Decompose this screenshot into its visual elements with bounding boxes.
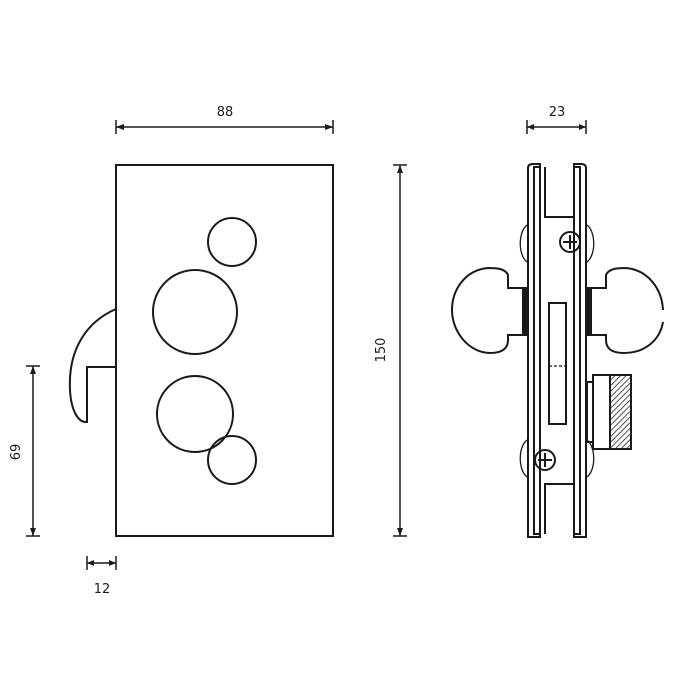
screw-top-icon <box>559 231 581 253</box>
screw-bottom-icon <box>534 449 556 471</box>
hole-large-top <box>152 269 238 355</box>
knob-left <box>450 266 527 355</box>
knob-right-collar <box>587 288 592 335</box>
rail-right <box>573 163 587 538</box>
latch-slot <box>548 302 567 425</box>
rosette-top-left <box>519 224 528 263</box>
thumb-turn-grip <box>609 374 632 450</box>
front-view <box>68 164 334 537</box>
rosette-bottom-left <box>519 439 528 478</box>
dimension-thickness: 23 <box>526 105 587 134</box>
dimension-height-label: 150 <box>374 338 389 363</box>
thumb-turn-neck <box>592 374 611 450</box>
hook-latch <box>68 308 117 423</box>
hole-small-bottom <box>207 435 257 485</box>
dimension-hook-depth: 12 <box>86 556 117 597</box>
dimension-hook-depth-label: 12 <box>94 582 111 597</box>
dimension-offset: 69 <box>9 365 40 537</box>
side-view <box>450 163 664 538</box>
knob-left-collar <box>522 288 527 335</box>
face-plate <box>115 164 334 537</box>
rosette-top-right <box>586 224 595 263</box>
rail-left <box>527 163 541 538</box>
dimension-height: 150 <box>374 164 407 537</box>
lock-case <box>539 167 575 534</box>
dimension-width: 88 <box>115 105 334 134</box>
dimension-offset-label: 69 <box>9 444 24 461</box>
knob-right <box>587 266 664 355</box>
dimension-width-label: 88 <box>217 105 234 120</box>
hole-small-top <box>207 217 257 267</box>
dimension-thickness-label: 23 <box>549 105 566 120</box>
hole-large-bottom <box>156 375 234 453</box>
